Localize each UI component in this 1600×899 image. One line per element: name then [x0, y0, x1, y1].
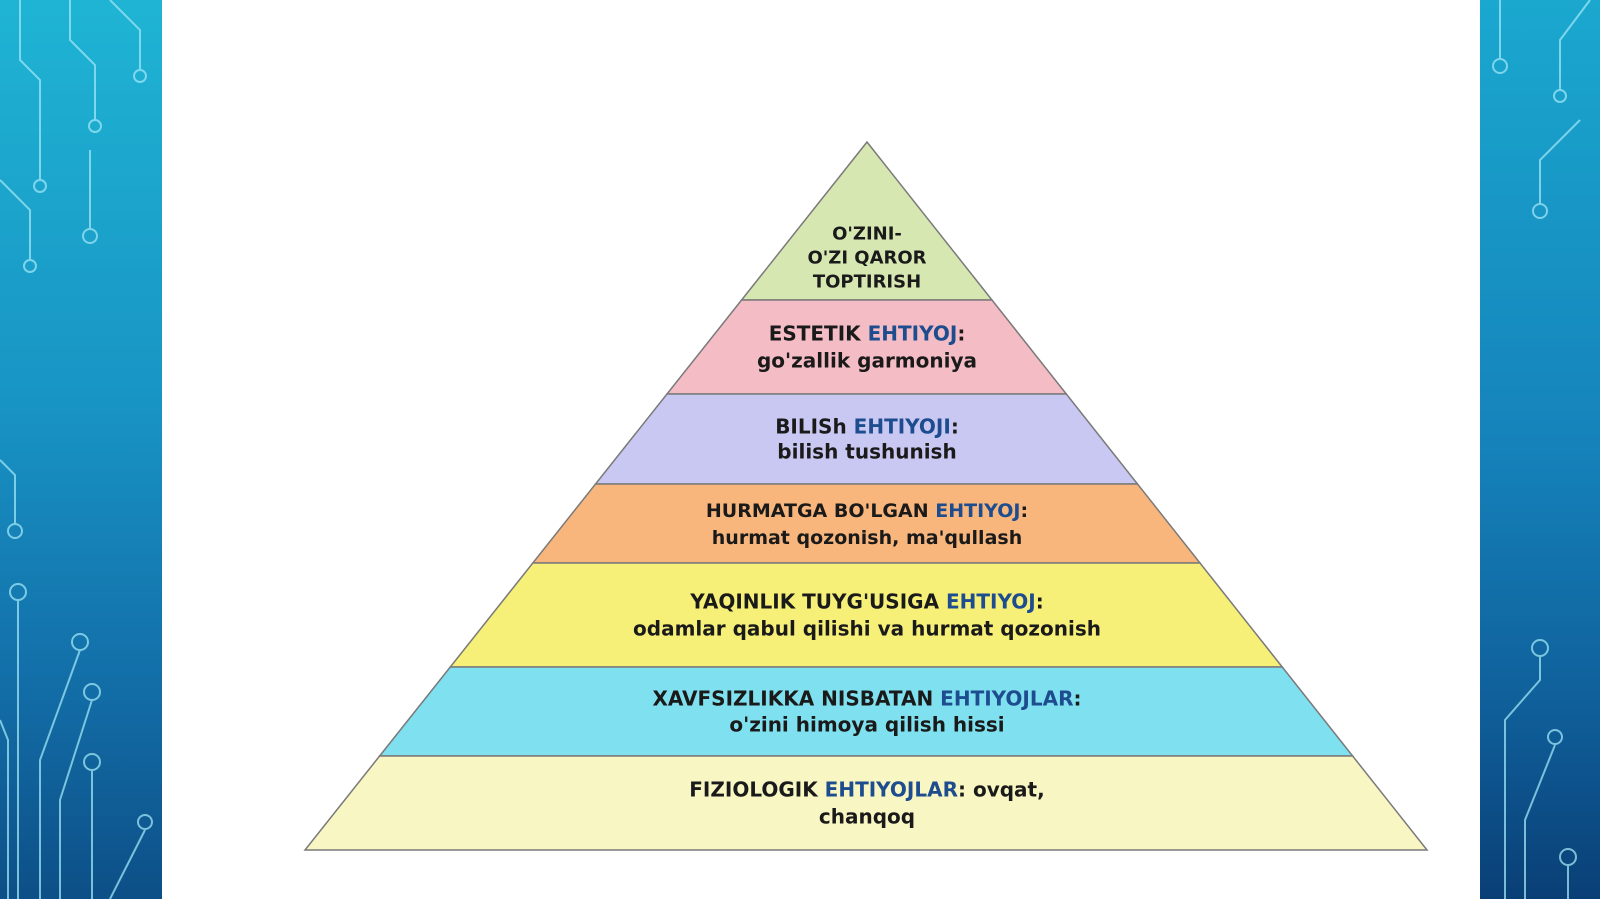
tier-text-segment: : [957, 322, 965, 346]
tier-text-segment: BILISh [775, 415, 853, 439]
tier-3-line-2: bilish tushunish [777, 440, 956, 464]
slide-canvas: O'ZINI- O'ZI QAROR TOPTIRISH ESTETIK EHTIYO… [162, 0, 1480, 899]
tier-4-line-2: hurmat qozonish, ma'qullash [712, 527, 1022, 549]
tier-text-segment: hurmat qozonish, ma'qullash [712, 527, 1022, 549]
tier-text-segment: : [1036, 590, 1044, 614]
tier-text-segment: bilish tushunish [777, 440, 956, 464]
pyramid-tier-7 [303, 755, 1429, 851]
pyramid-tier-6 [378, 666, 1355, 757]
tier-text-segment: O'ZI QAROR [807, 247, 926, 268]
tier-text-segment: TOPTIRISH [813, 271, 921, 292]
tier-1-line-1: O'ZINI- [832, 223, 902, 244]
tier-text-segment: XAVFSIZLIKKA NISBATAN [652, 687, 940, 711]
tier-7-line-1: FIZIOLOGIK EHTIYOJLAR: ovqat, [689, 778, 1044, 802]
tier-text-accent: EHTIYOJ [935, 500, 1020, 522]
tier-text-segment: o'zini himoya qilish hissi [729, 713, 1004, 737]
tier-6-line-1: XAVFSIZLIKKA NISBATAN EHTIYOJLAR: [652, 687, 1081, 711]
tier-5-line-1: YAQINLIK TUYG'USIGA EHTIYOJ: [689, 590, 1043, 614]
tier-text-segment: go'zallik garmoniya [757, 349, 977, 373]
tier-3-line-1: BILISh EHTIYOJI: [775, 415, 959, 439]
right-circuit-panel [1480, 0, 1600, 899]
tier-2-line-1: ESTETIK EHTIYOJ: [769, 322, 966, 346]
tier-text-segment: YAQINLIK TUYG'USIGA [689, 590, 946, 614]
tier-text-segment: odamlar qabul qilishi va hurmat qozonish [633, 617, 1101, 641]
circuit-decoration-left [0, 0, 153, 899]
tier-6-line-2: o'zini himoya qilish hissi [729, 713, 1004, 737]
pyramid-tier-2 [665, 299, 1068, 395]
tier-text-segment: HURMATGA BO'LGAN [706, 500, 935, 522]
tier-7-line-2: chanqoq [819, 805, 915, 829]
tier-text-segment: FIZIOLOGIK [689, 778, 824, 802]
tier-text-accent: EHTIYOJ [868, 322, 958, 346]
pyramid-tier-5 [448, 562, 1284, 668]
tier-text-segment: O'ZINI- [832, 223, 902, 244]
pyramid-tier-4 [531, 483, 1202, 564]
tier-text-accent: EHTIYOJ [946, 590, 1036, 614]
tier-text-segment: : ovqat, [958, 778, 1045, 802]
tier-1-line-2: O'ZI QAROR [807, 247, 926, 268]
tier-2-line-2: go'zallik garmoniya [757, 349, 977, 373]
needs-pyramid: O'ZINI- O'ZI QAROR TOPTIRISH ESTETIK EHTIYO… [303, 140, 1429, 851]
tier-text-segment: : [951, 415, 959, 439]
tier-4-line-1: HURMATGA BO'LGAN EHTIYOJ: [706, 500, 1028, 522]
tier-text-accent: EHTIYOJLAR [825, 778, 958, 802]
tier-text-segment: : [1074, 687, 1082, 711]
tier-text-segment: chanqoq [819, 805, 915, 829]
tier-5-line-2: odamlar qabul qilishi va hurmat qozonish [633, 617, 1101, 641]
tier-text-accent: EHTIYOJI [854, 415, 951, 439]
left-circuit-panel [0, 0, 162, 899]
tier-text-segment: ESTETIK [769, 322, 868, 346]
tier-text-accent: EHTIYOJLAR [940, 687, 1073, 711]
circuit-decoration-right [1492, 0, 1591, 899]
tier-text-segment: : [1020, 500, 1028, 522]
tier-1-line-3: TOPTIRISH [813, 271, 921, 292]
